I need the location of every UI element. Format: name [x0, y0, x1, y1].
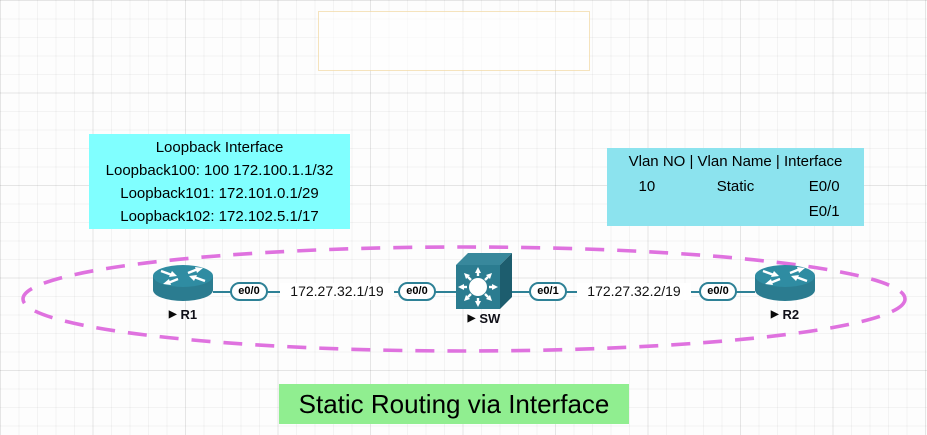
vlan-note[interactable]: Vlan NO | Vlan Name | Interface 10 Stati…	[607, 148, 864, 226]
title-banner[interactable]: Static Routing via Interface	[279, 384, 629, 424]
router-icon	[153, 265, 213, 301]
router-icon	[755, 265, 815, 301]
device-name: R2	[782, 307, 800, 322]
vlan-cell-name: Static	[716, 178, 755, 195]
running-indicator-icon: ▶	[770, 309, 779, 320]
link-ip-label[interactable]: 172.27.32.2/19	[577, 283, 691, 300]
device-label-sw[interactable]: ▶ SW	[468, 311, 501, 326]
vlan-cell-name	[687, 199, 785, 224]
vlan-cell-interface: E0/0	[808, 178, 840, 195]
device-name: R1	[180, 307, 198, 322]
device-name: SW	[479, 311, 501, 326]
vlan-cell-no	[607, 199, 687, 224]
empty-note-box[interactable]	[318, 11, 590, 71]
interface-badge-sw-e0-1[interactable]: e0/1	[529, 282, 567, 301]
running-indicator-icon: ▶	[467, 313, 476, 324]
loopback-note[interactable]: Loopback Interface Loopback100: 100 172.…	[89, 134, 350, 229]
loopback-line: Loopback100: 100 172.100.1.1/32	[105, 162, 334, 179]
vlan-cell-interface: E0/1	[808, 203, 840, 220]
vlan-table-header: Vlan NO | Vlan Name | Interface	[628, 153, 843, 170]
vlan-cell-no: 10	[638, 178, 656, 195]
device-switch-sw[interactable]: ▶ SW	[454, 253, 514, 326]
link-ip-label[interactable]: 172.27.32.1/19	[280, 283, 394, 300]
device-label-r1[interactable]: ▶ R1	[169, 307, 197, 322]
loopback-line: Loopback101: 172.101.0.1/29	[120, 185, 319, 202]
device-label-r2[interactable]: ▶ R2	[771, 307, 799, 322]
loopback-note-title: Loopback Interface	[155, 139, 284, 156]
switch-icon	[456, 253, 512, 309]
running-indicator-icon: ▶	[168, 309, 177, 320]
device-router-r2[interactable]: ▶ R2	[751, 263, 819, 322]
interface-badge-sw-e0-0[interactable]: e0/0	[398, 282, 436, 301]
zone-ellipse[interactable]	[20, 243, 908, 355]
device-router-r1[interactable]: ▶ R1	[149, 263, 217, 322]
vlan-table: 10 Static E0/0 E0/1	[607, 174, 864, 224]
interface-badge-r2-e0-0[interactable]: e0/0	[699, 282, 737, 301]
loopback-line: Loopback102: 172.102.5.1/17	[120, 208, 319, 225]
interface-badge-r1-e0-0[interactable]: e0/0	[230, 282, 268, 301]
